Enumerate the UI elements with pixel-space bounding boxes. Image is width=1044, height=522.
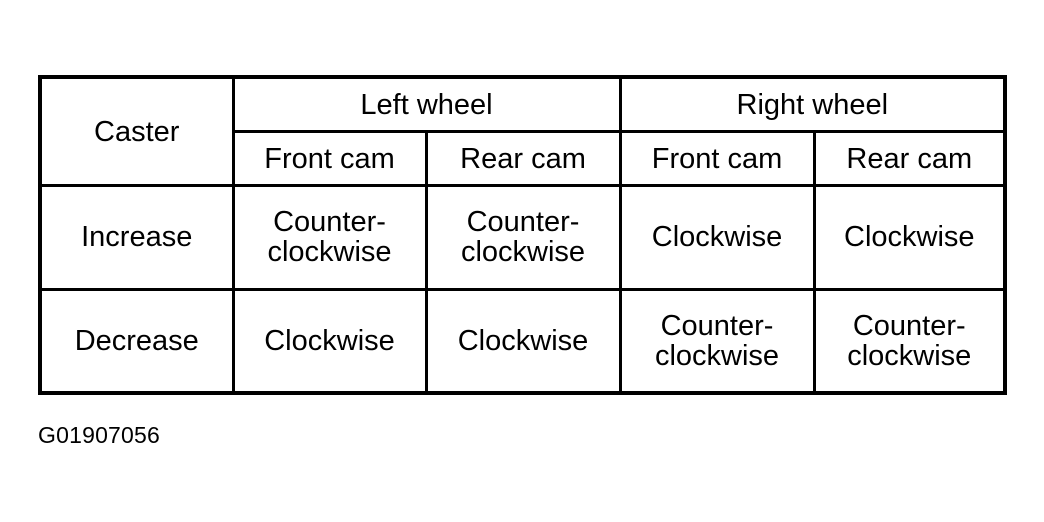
cell-increase-left-front-cam: Counter-clockwise <box>231 184 428 291</box>
cell-increase-right-front-cam: Clockwise <box>618 184 816 291</box>
cell-decrease-right-front-cam: Counter-clockwise <box>618 287 816 393</box>
cell-decrease-right-rear-cam: Counter-clockwise <box>812 287 1006 393</box>
table-row: Increase Counter-clockwise Counter-clock… <box>40 184 1006 291</box>
cell-decrease-left-front-cam: Clockwise <box>231 287 428 393</box>
table-row: Decrease Clockwise Clockwise Counter-clo… <box>40 287 1006 393</box>
column-header-right-rear-cam: Rear cam <box>812 130 1006 188</box>
cell-increase-left-rear-cam: Counter-clockwise <box>424 184 622 291</box>
column-header-right-front-cam: Front cam <box>618 130 816 188</box>
caster-adjustment-table: Caster Left wheel Right wheel Front cam … <box>38 75 1008 395</box>
column-header-caster: Caster <box>40 77 235 188</box>
figure-caption: G01907056 <box>38 422 161 448</box>
cell-decrease-left-rear-cam: Clockwise <box>424 287 622 393</box>
table-subheader-row: Front cam Rear cam Front cam Rear cam <box>40 130 1006 188</box>
row-header-increase: Increase <box>40 184 235 291</box>
column-group-header-right-wheel: Right wheel <box>618 77 1006 134</box>
table-header-group-row: Caster Left wheel Right wheel <box>40 77 1006 188</box>
row-header-decrease: Decrease <box>40 287 235 393</box>
column-group-header-left-wheel: Left wheel <box>231 77 622 134</box>
column-header-left-rear-cam: Rear cam <box>424 130 622 188</box>
cell-increase-right-rear-cam: Clockwise <box>812 184 1006 291</box>
column-header-left-front-cam: Front cam <box>233 130 428 188</box>
